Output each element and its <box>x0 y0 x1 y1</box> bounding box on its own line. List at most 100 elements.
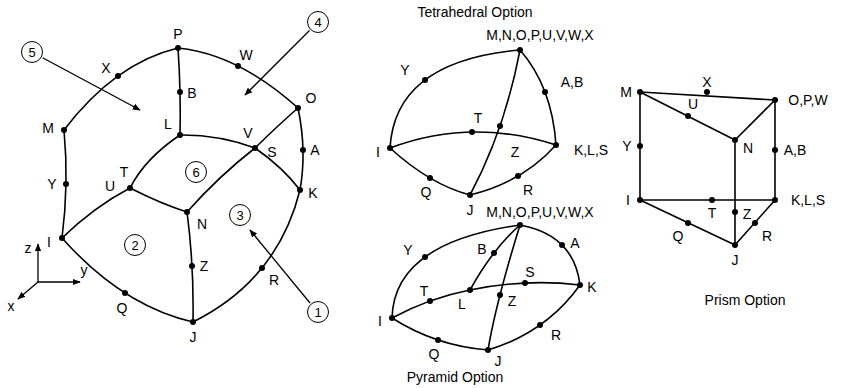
element-edge <box>734 140 736 245</box>
node-dot <box>435 337 441 343</box>
brick-edge <box>64 48 178 130</box>
node-label: N <box>743 141 753 155</box>
node-dot <box>732 209 738 215</box>
node-dot <box>467 287 473 293</box>
node-label: T <box>420 284 429 298</box>
node-dot <box>297 187 303 193</box>
pyramid-edge <box>488 285 580 350</box>
node-dot <box>517 47 523 53</box>
node-label: L <box>164 117 172 131</box>
callout-number: 2 <box>131 239 138 252</box>
option-title: Tetrahedral Option <box>417 5 532 19</box>
callout-circle: 1 <box>307 301 329 323</box>
node-label: K <box>587 280 596 294</box>
option-title: Prism Option <box>705 293 786 307</box>
brick-edge <box>178 48 298 108</box>
node-label: J <box>467 203 474 217</box>
node-dot <box>752 220 758 226</box>
node-dot <box>235 63 241 69</box>
node-label: Z <box>200 259 209 273</box>
node-label: Q <box>429 347 440 361</box>
callout-number: 6 <box>192 166 199 179</box>
node-dot <box>127 185 133 191</box>
node-label: S <box>525 265 534 279</box>
node-label: W <box>239 48 252 62</box>
node-dot <box>704 89 710 95</box>
node-label: M <box>620 85 632 99</box>
node-dot <box>709 197 715 203</box>
node-label: R <box>269 273 279 287</box>
node-label: K,L,S <box>791 193 825 207</box>
node-label: I <box>626 193 630 207</box>
brick-edge <box>130 188 187 212</box>
node-label: T <box>120 165 129 179</box>
node-dot <box>637 143 643 149</box>
node-dot <box>491 250 497 256</box>
pyramid-edge <box>488 225 520 350</box>
tetra-edge <box>470 50 520 195</box>
node-dot <box>577 282 583 288</box>
node-label: I <box>378 314 382 328</box>
node-label: O,P,W <box>788 93 827 107</box>
node-label: J <box>732 253 739 267</box>
node-label: R <box>551 328 561 342</box>
node-dot <box>732 137 738 143</box>
node-label: A <box>310 143 319 157</box>
node-label: A,B <box>784 143 807 157</box>
node-dot <box>515 173 521 179</box>
node-label: B <box>187 86 196 100</box>
brick-edge <box>62 188 130 238</box>
element-edge <box>735 200 775 245</box>
node-label: I <box>47 235 51 249</box>
node-dot <box>553 142 559 148</box>
element-edge <box>640 199 775 201</box>
brick-edge <box>130 135 180 188</box>
element-edge <box>640 200 735 245</box>
node-label: y <box>81 263 88 277</box>
node-dot <box>422 254 428 260</box>
node-label: B <box>477 242 486 256</box>
node-label: N <box>197 217 207 231</box>
node-label: R <box>523 183 533 197</box>
node-dot <box>175 45 181 51</box>
node-label: O <box>306 91 317 105</box>
node-label: Y <box>400 63 409 77</box>
node-dot <box>772 197 778 203</box>
callout-number: 5 <box>28 46 35 59</box>
node-label: Q <box>673 229 684 243</box>
node-dot <box>542 89 548 95</box>
node-dot <box>59 235 65 241</box>
node-dot <box>772 147 778 153</box>
callout-circle: 2 <box>124 234 146 256</box>
brick-edge <box>193 190 300 322</box>
leader-line <box>43 58 140 110</box>
node-label: T <box>474 111 483 125</box>
node-dot <box>732 242 738 248</box>
element-edge <box>735 100 775 140</box>
brick-edge <box>255 148 300 190</box>
node-label: Q <box>421 185 432 199</box>
pyramid-edge <box>470 225 520 290</box>
node-label: U <box>105 179 115 193</box>
option-title: M,N,O,P,U,V,W,X <box>486 28 593 42</box>
node-dot <box>522 280 528 286</box>
node-dot <box>259 265 265 271</box>
callout-number: 1 <box>314 306 321 319</box>
node-label: Q <box>117 301 128 315</box>
node-label: K,L,S <box>574 143 608 157</box>
callout-circle: 4 <box>307 11 329 33</box>
pyramid-edge <box>392 318 488 350</box>
node-label: S <box>267 145 276 159</box>
node-label: z <box>25 241 32 255</box>
node-label: A,B <box>561 75 584 89</box>
element-edge <box>640 92 735 140</box>
node-dot <box>122 290 128 296</box>
node-dot <box>637 89 643 95</box>
axis-y <box>38 281 80 282</box>
node-dot <box>184 209 190 215</box>
node-dot <box>685 220 691 226</box>
node-label: J <box>495 354 502 368</box>
axis-z <box>37 244 38 282</box>
leader-line <box>245 31 310 96</box>
node-dot <box>115 73 121 79</box>
